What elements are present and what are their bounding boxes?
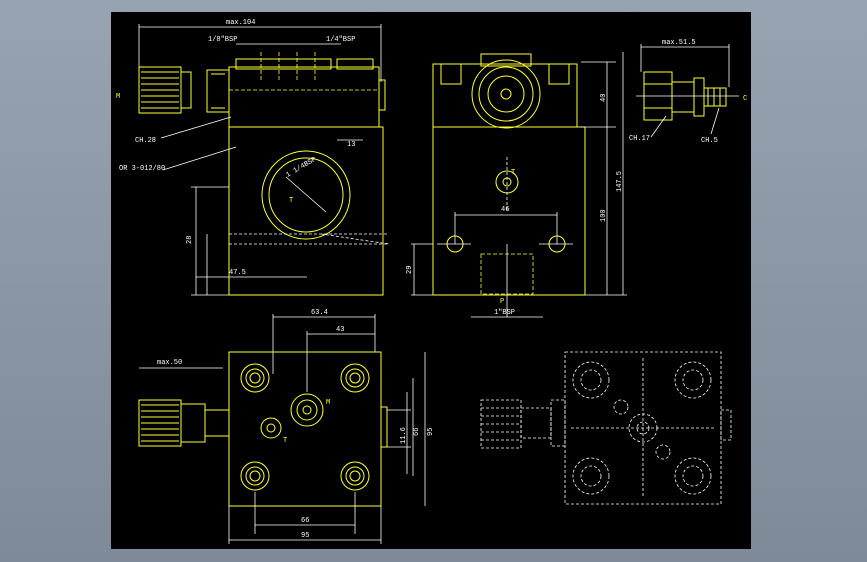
bottom-view-hidden (480, 351, 732, 505)
hydraulic-valve-drawing: max.104 1/8"BSP 1/4"BSP M (116, 19, 747, 544)
top-dim-95b: 95 (301, 532, 309, 540)
side-dim-40: 40 (600, 94, 608, 102)
detail-ch5: CH.5 (701, 137, 718, 145)
side-dim-29: 29 (406, 266, 414, 274)
side-port-bottom: 1"BSP (494, 309, 515, 317)
front-dim-max: max.104 (226, 19, 255, 27)
front-port-left: 1/8"BSP (208, 36, 237, 44)
side-view: 40 100 147.5 T 46 P 1"BSP 29 (406, 52, 627, 318)
front-dim-47: 47.5 (229, 269, 246, 277)
front-ch-label: CH.28 (135, 137, 156, 145)
top-dim-max: max.50 (157, 359, 182, 367)
top-dim-66: 66 (413, 428, 421, 436)
top-dim-11: 11.6 (400, 427, 408, 444)
top-letter-t: T (283, 437, 287, 445)
front-letter-m: M (116, 93, 120, 101)
detail-view: max.51.5 C CH.17 CH.5 (629, 39, 747, 145)
side-dim-46: 46 (501, 206, 509, 214)
side-port-top-letter: T (511, 169, 515, 177)
detail-dim-max: max.51.5 (662, 39, 696, 47)
side-dim-100: 100 (600, 209, 608, 222)
top-view: 63.4 43 max.50 M T 11.6 66 (138, 309, 435, 544)
top-letter-m: M (326, 399, 330, 407)
front-port-right: 1/4"BSP (326, 36, 355, 44)
front-port-letter: T (289, 197, 293, 205)
top-dim-63: 63.4 (311, 309, 328, 317)
side-dim-147: 147.5 (616, 171, 624, 192)
detail-letter-c: C (743, 95, 747, 103)
front-port-circle-label: 1 1/4BSP (285, 156, 318, 180)
detail-ch17: CH.17 (629, 135, 650, 143)
front-dim-28: 28 (186, 236, 194, 244)
top-dim-43: 43 (336, 326, 344, 334)
top-dim-66b: 66 (301, 517, 309, 525)
front-oring-label: OR 3-012/80 (119, 165, 165, 173)
top-dim-95: 95 (427, 428, 435, 436)
front-view: max.104 1/8"BSP 1/4"BSP M (116, 19, 390, 296)
side-port-letter: P (500, 298, 504, 306)
drawing-canvas[interactable]: max.104 1/8"BSP 1/4"BSP M (111, 12, 751, 549)
front-dim-13: 13 (347, 141, 355, 149)
